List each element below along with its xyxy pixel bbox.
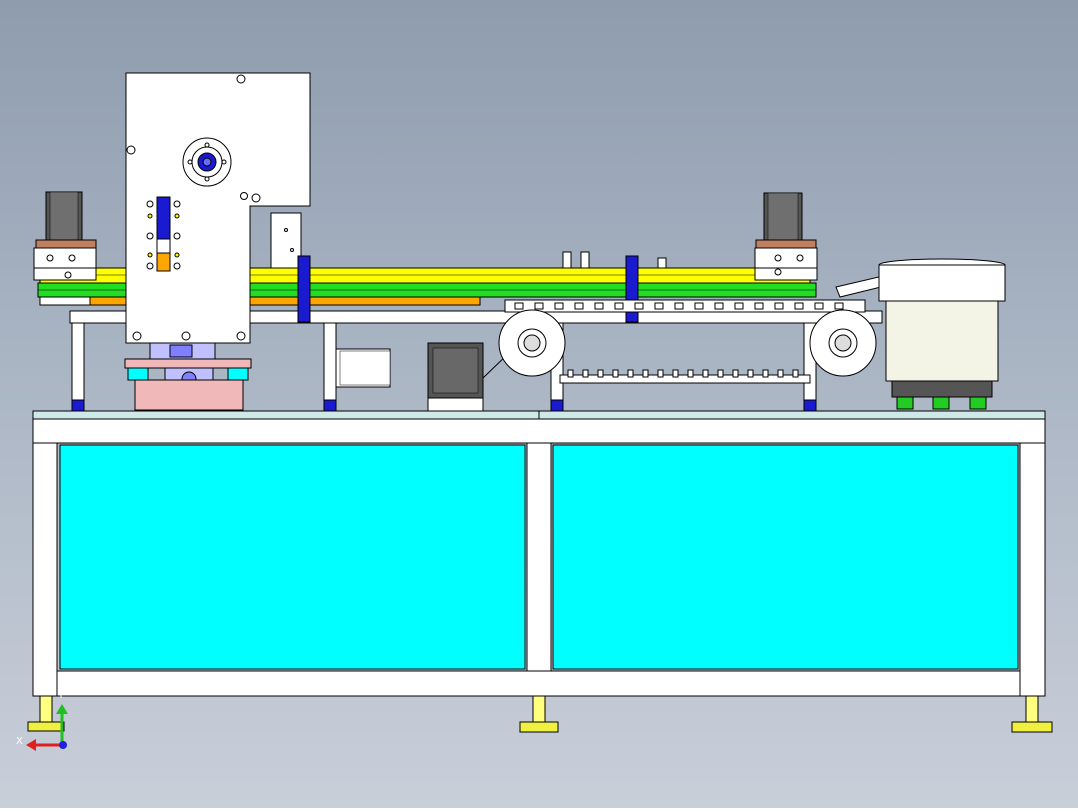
bowl-feeder	[835, 258, 1006, 410]
leveling-feet	[27, 695, 1053, 733]
chain-link	[614, 302, 624, 310]
chain-tooth	[642, 369, 649, 378]
chain-tooth	[702, 369, 709, 378]
chain-tooth	[597, 369, 604, 378]
chain-tooth	[687, 369, 694, 378]
glass-panel-right	[552, 444, 1019, 670]
servo-motor-right	[754, 192, 818, 281]
chain-tooth	[792, 369, 799, 378]
left-post	[32, 442, 58, 697]
chain-link	[594, 302, 604, 310]
chain-link	[734, 302, 744, 310]
triad-x-label: X	[16, 736, 23, 747]
guide-block	[270, 212, 302, 269]
foot-center	[519, 695, 559, 733]
blue-bracket-1	[297, 255, 311, 323]
bottom-rail	[56, 670, 1021, 697]
top-rail	[32, 418, 1046, 444]
chain-tooth	[627, 369, 634, 378]
chain-conveyor	[498, 299, 877, 384]
chain-link	[774, 302, 784, 310]
main-head-plate	[125, 72, 311, 344]
chain-link	[574, 302, 584, 310]
upper-support-frame	[69, 310, 883, 412]
chain-link	[514, 302, 524, 310]
chain-tooth	[567, 369, 574, 378]
chain-tooth	[762, 369, 769, 378]
chain-link	[754, 302, 764, 310]
right-post	[1019, 442, 1046, 697]
foot-right	[1011, 695, 1053, 733]
glass-panel-left	[59, 444, 526, 670]
chain-link	[814, 302, 824, 310]
control-box	[335, 348, 391, 388]
chain-tooth	[657, 369, 664, 378]
foot-left	[27, 695, 65, 732]
chain-tooth	[777, 369, 784, 378]
chain-link	[634, 302, 644, 310]
feeder-foot-2	[932, 396, 950, 410]
coordinate-triad: Y X	[16, 690, 68, 751]
chain-link	[554, 302, 564, 310]
chain-link	[674, 302, 684, 310]
triad-y-label: Y	[57, 690, 65, 701]
chain-link	[534, 302, 544, 310]
chain-tooth	[672, 369, 679, 378]
conveyor-motor	[427, 342, 511, 412]
chain-tooth	[732, 369, 739, 378]
chain-link	[694, 302, 704, 310]
servo-motor-left	[33, 191, 97, 281]
fixture-base	[124, 342, 252, 411]
feeder-foot-1	[896, 396, 914, 410]
chain-tooth	[612, 369, 619, 378]
support-leg-2	[323, 322, 337, 412]
chain-tooth	[747, 369, 754, 378]
support-leg-1	[71, 322, 85, 412]
chain-tooth	[582, 369, 589, 378]
support-beam	[69, 310, 883, 324]
center-post	[526, 442, 552, 672]
cabinet-frame	[32, 410, 1046, 697]
chain-tooth	[717, 369, 724, 378]
chain-link	[654, 302, 664, 310]
chain-link	[794, 302, 804, 310]
chain-link	[834, 302, 844, 310]
chain-link	[714, 302, 724, 310]
feeder-foot-3	[969, 396, 987, 410]
